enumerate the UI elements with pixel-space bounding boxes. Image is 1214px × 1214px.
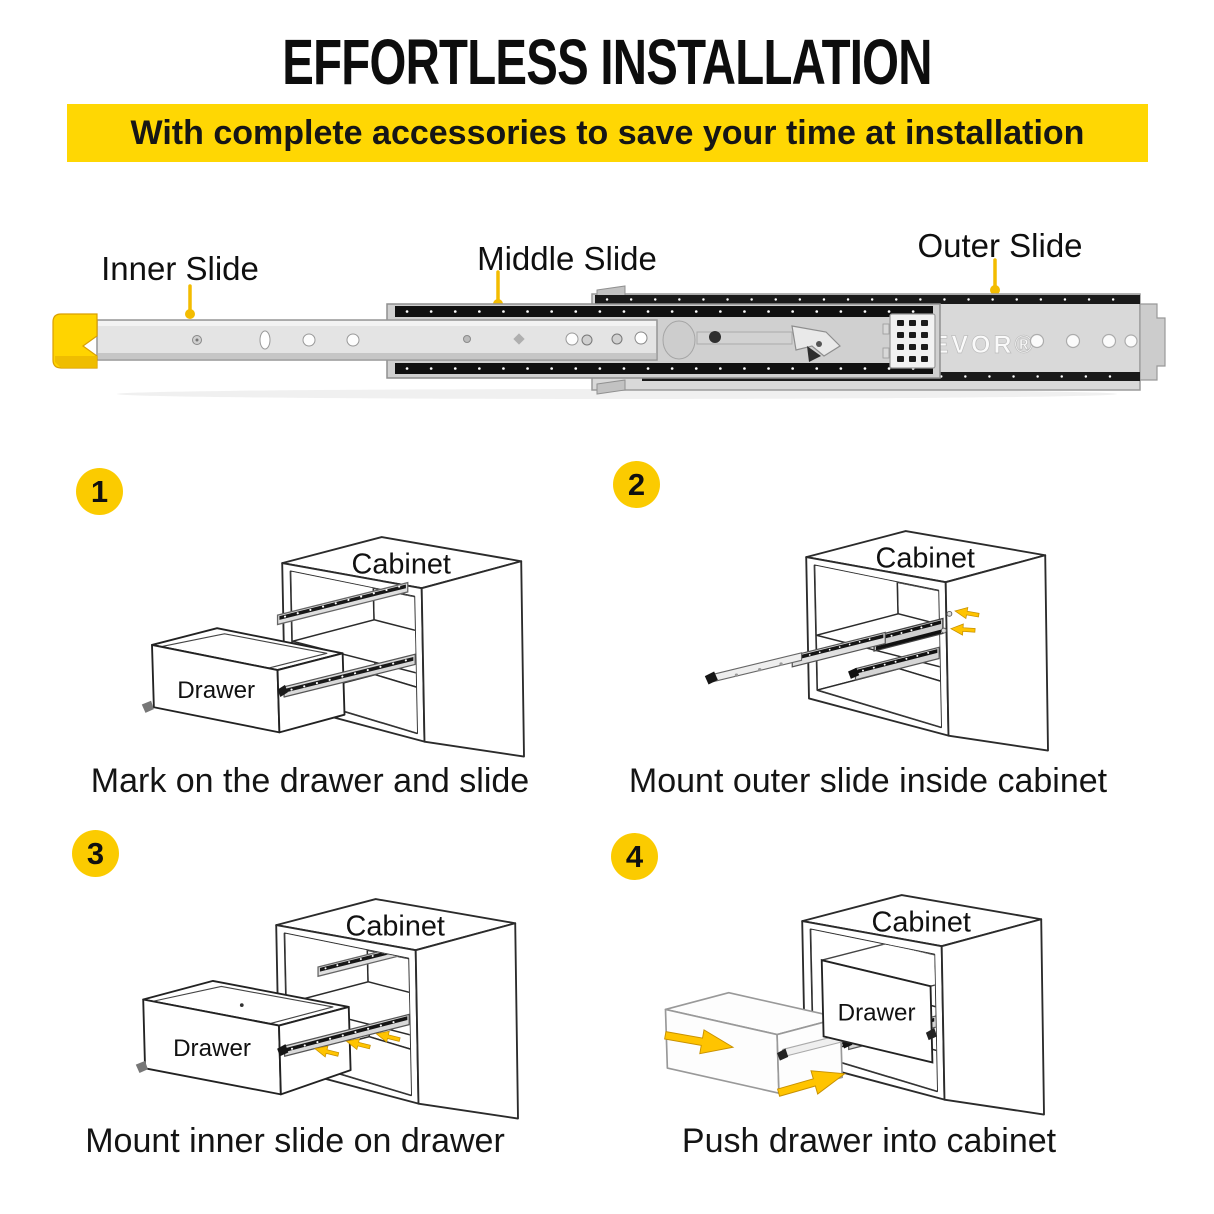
step-2-badge: 2 (613, 461, 660, 508)
middle-slide-graphic (386, 303, 941, 379)
slide-in-cabinet (276, 581, 409, 626)
step-1-illustration: Drawer Cabinet (141, 536, 525, 758)
step-2-caption: Mount outer slide inside cabinet (628, 762, 1108, 800)
drawer-box: Drawer (135, 979, 410, 1096)
step-4-illustration: Drawer Cabinet (662, 894, 1045, 1116)
inner-slide-graphic (52, 313, 721, 369)
drawer-slide-illustration: VEVOR® (52, 258, 1166, 399)
drawer-front: Drawer (820, 958, 938, 1064)
label-pointer-lines (188, 258, 997, 314)
step-1-badge: 1 (76, 468, 123, 515)
subtitle-banner: With complete accessories to save your t… (67, 104, 1148, 162)
step-2-illustration: Cabinet (704, 530, 1049, 752)
inner-slide-label: Inner Slide (101, 250, 259, 287)
cabinet-label: Cabinet (876, 542, 975, 574)
drawer-label: Drawer (838, 1000, 916, 1027)
collapsed-slide-on-shelf (848, 646, 940, 681)
step-3-illustration: Drawer Cabinet (135, 898, 519, 1120)
outer-slide-label: Outer Slide (917, 227, 1083, 264)
step-3-badge: 3 (72, 830, 119, 877)
drawer-label: Drawer (177, 677, 255, 704)
cabinet-label: Cabinet (352, 548, 451, 580)
middle-slide-label: Middle Slide (477, 240, 657, 277)
cabinet-label: Cabinet (872, 906, 971, 938)
drawer-label: Drawer (173, 1035, 251, 1062)
step-1-caption: Mark on the drawer and slide (90, 762, 530, 800)
cabinet-label: Cabinet (346, 910, 445, 942)
step-3-caption: Mount inner slide on drawer (85, 1122, 505, 1160)
drawer-box: Drawer (141, 627, 416, 734)
step-4-caption: Push drawer into cabinet (681, 1122, 1057, 1160)
page-title: EFFORTLESS INSTALLATION (282, 26, 932, 98)
extended-slide (704, 610, 953, 685)
step-4-badge: 4 (611, 833, 658, 880)
